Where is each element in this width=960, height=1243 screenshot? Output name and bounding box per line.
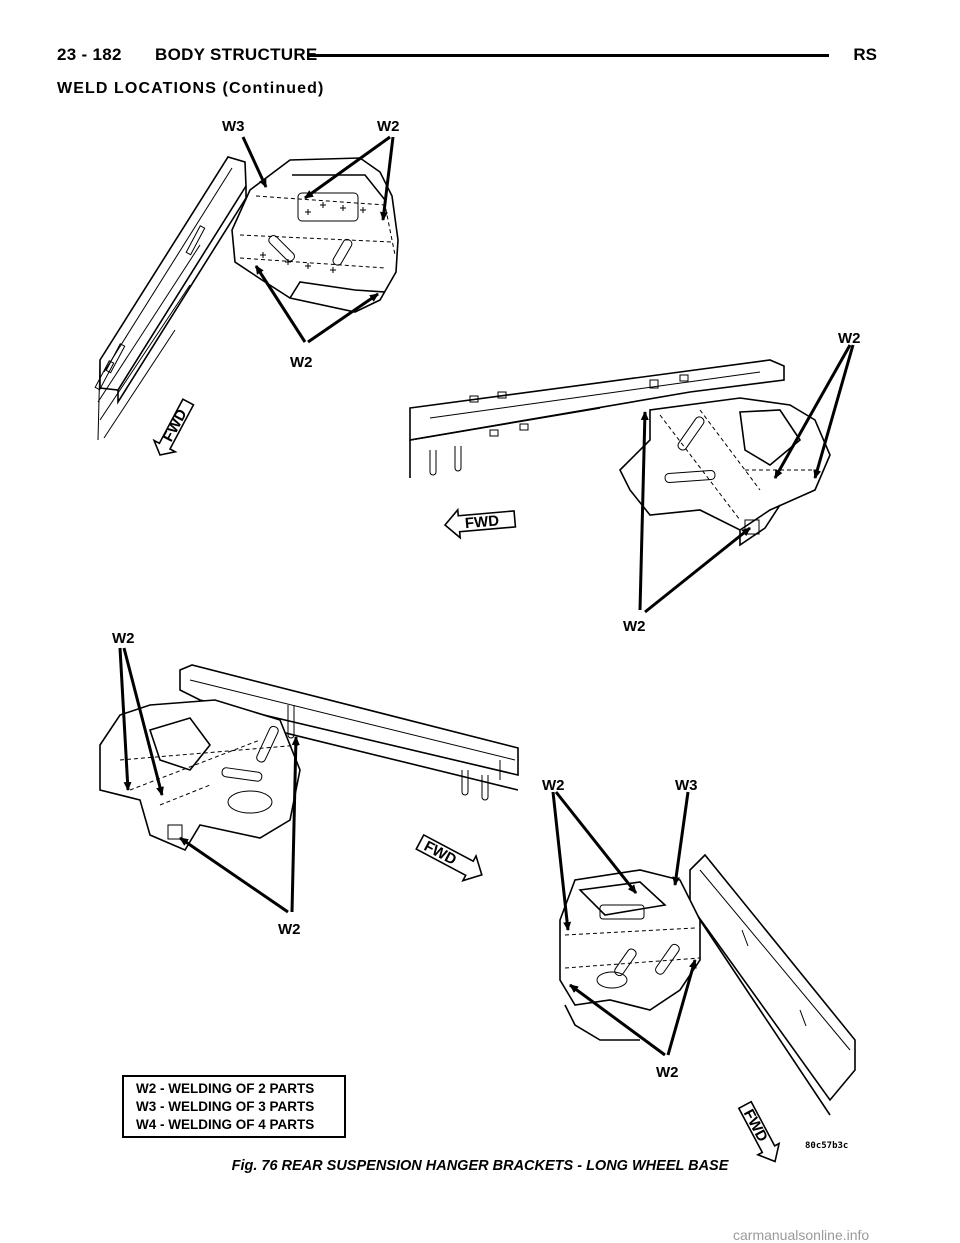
model-code: RS — [853, 45, 877, 64]
callout-w2-bottom-right: W2 — [542, 777, 565, 794]
figure-caption: Fig. 76 REAR SUSPENSION HANGER BRACKETS … — [231, 1158, 729, 1174]
legend-w4: W4 - WELDING OF 4 PARTS — [136, 1117, 315, 1132]
legend-w2: W2 - WELDING OF 2 PARTS — [136, 1081, 315, 1096]
fwd-label-2: FWD — [464, 512, 500, 532]
callout-w2-left-lower: W2 — [112, 630, 135, 647]
fwd-label-4: FWD — [740, 1107, 771, 1145]
section-heading: WELD LOCATIONS (Continued) — [57, 80, 325, 97]
callout-w2-bottom-right-bottom: W2 — [656, 1064, 679, 1081]
callout-w2-top-bottom: W2 — [290, 354, 313, 371]
watermark: carmanualsonline.info — [733, 1227, 870, 1243]
callout-w2-left-lower-bottom: W2 — [278, 921, 301, 938]
fwd-label-1: FWD — [160, 406, 191, 444]
callout-w2-top: W2 — [377, 118, 400, 135]
callout-w3-bottom-right: W3 — [675, 777, 698, 794]
view-top-left: FWD W3 W2 W2 — [94, 118, 400, 456]
page-header: 23 - 182 BODY STRUCTURE RS — [57, 45, 877, 75]
header-rule — [309, 54, 829, 57]
weld-legend: W2 - WELDING OF 2 PARTS W3 - WELDING OF … — [122, 1075, 346, 1138]
image-code: 80c57b3c — [805, 1141, 849, 1151]
view-bottom-right: FWD W2 W3 W2 — [542, 777, 856, 1163]
legend-w3: W3 - WELDING OF 3 PARTS — [136, 1099, 315, 1114]
view-middle-right: FWD W2 W2 — [409, 330, 861, 635]
callout-w2-right: W2 — [838, 330, 861, 347]
callout-w2-right-bottom: W2 — [623, 618, 646, 635]
callout-w3-top: W3 — [222, 118, 245, 135]
view-bottom-left: FWD W2 W2 — [99, 630, 519, 938]
page-number: 23 - 182 — [57, 45, 122, 64]
section-title: BODY STRUCTURE — [155, 45, 318, 64]
fwd-label-3: FWD — [421, 838, 459, 869]
